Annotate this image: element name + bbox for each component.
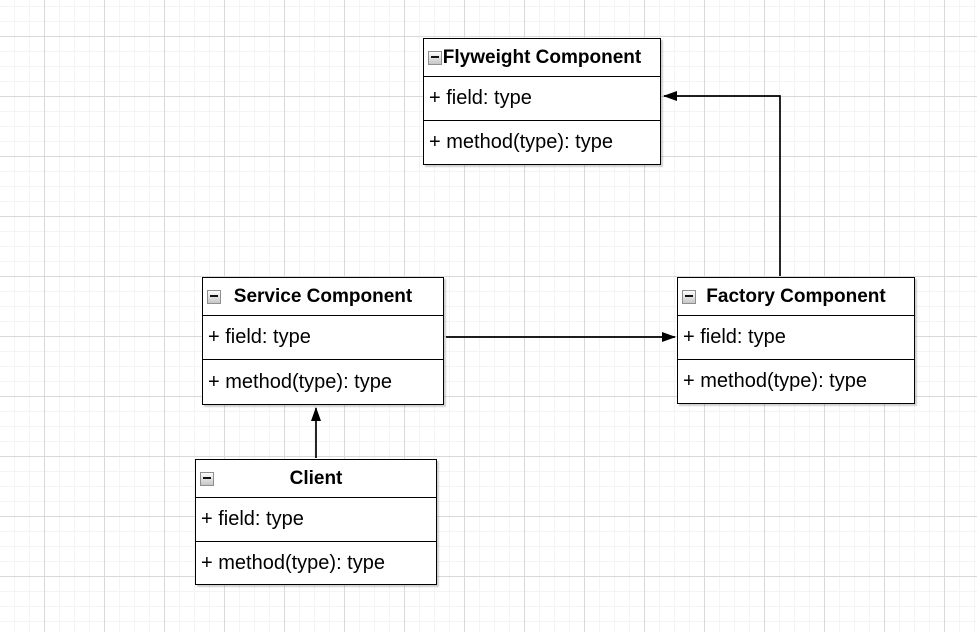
class-title: Factory Component	[706, 285, 886, 307]
field-text: + field: type	[201, 508, 304, 530]
class-box-flyweight-component[interactable]: Flyweight Component + field: type + meth…	[423, 38, 661, 165]
field-text: + field: type	[683, 326, 786, 348]
class-method-row[interactable]: + method(type): type	[424, 121, 660, 164]
class-field-row[interactable]: + field: type	[196, 498, 436, 542]
collapse-minus-icon[interactable]	[428, 50, 442, 65]
class-box-client[interactable]: Client + field: type + method(type): typ…	[195, 459, 437, 585]
class-title: Client	[289, 467, 343, 489]
method-text: + method(type): type	[683, 370, 867, 392]
class-box-factory-component[interactable]: Factory Component + field: type + method…	[677, 277, 915, 404]
class-header: Flyweight Component	[424, 39, 660, 77]
field-text: + field: type	[429, 87, 532, 109]
class-method-row[interactable]: + method(type): type	[678, 360, 914, 403]
method-text: + method(type): type	[429, 131, 613, 153]
collapse-minus-icon[interactable]	[200, 471, 214, 486]
class-method-row[interactable]: + method(type): type	[196, 542, 436, 584]
class-title: Service Component	[233, 285, 413, 307]
collapse-minus-icon[interactable]	[682, 289, 696, 304]
class-header: Service Component	[203, 278, 443, 316]
collapse-minus-icon[interactable]	[207, 289, 221, 304]
class-method-row[interactable]: + method(type): type	[203, 360, 443, 404]
class-field-row[interactable]: + field: type	[424, 77, 660, 121]
connector-factory-to-flyweight[interactable]	[663, 91, 781, 276]
class-field-row[interactable]: + field: type	[203, 316, 443, 360]
method-text: + method(type): type	[201, 551, 385, 574]
class-field-row[interactable]: + field: type	[678, 316, 914, 360]
class-header: Factory Component	[678, 278, 914, 316]
field-text: + field: type	[208, 326, 311, 348]
method-text: + method(type): type	[208, 370, 392, 393]
class-header: Client	[196, 460, 436, 498]
class-box-service-component[interactable]: Service Component + field: type + method…	[202, 277, 444, 405]
class-title: Flyweight Component	[442, 46, 642, 68]
